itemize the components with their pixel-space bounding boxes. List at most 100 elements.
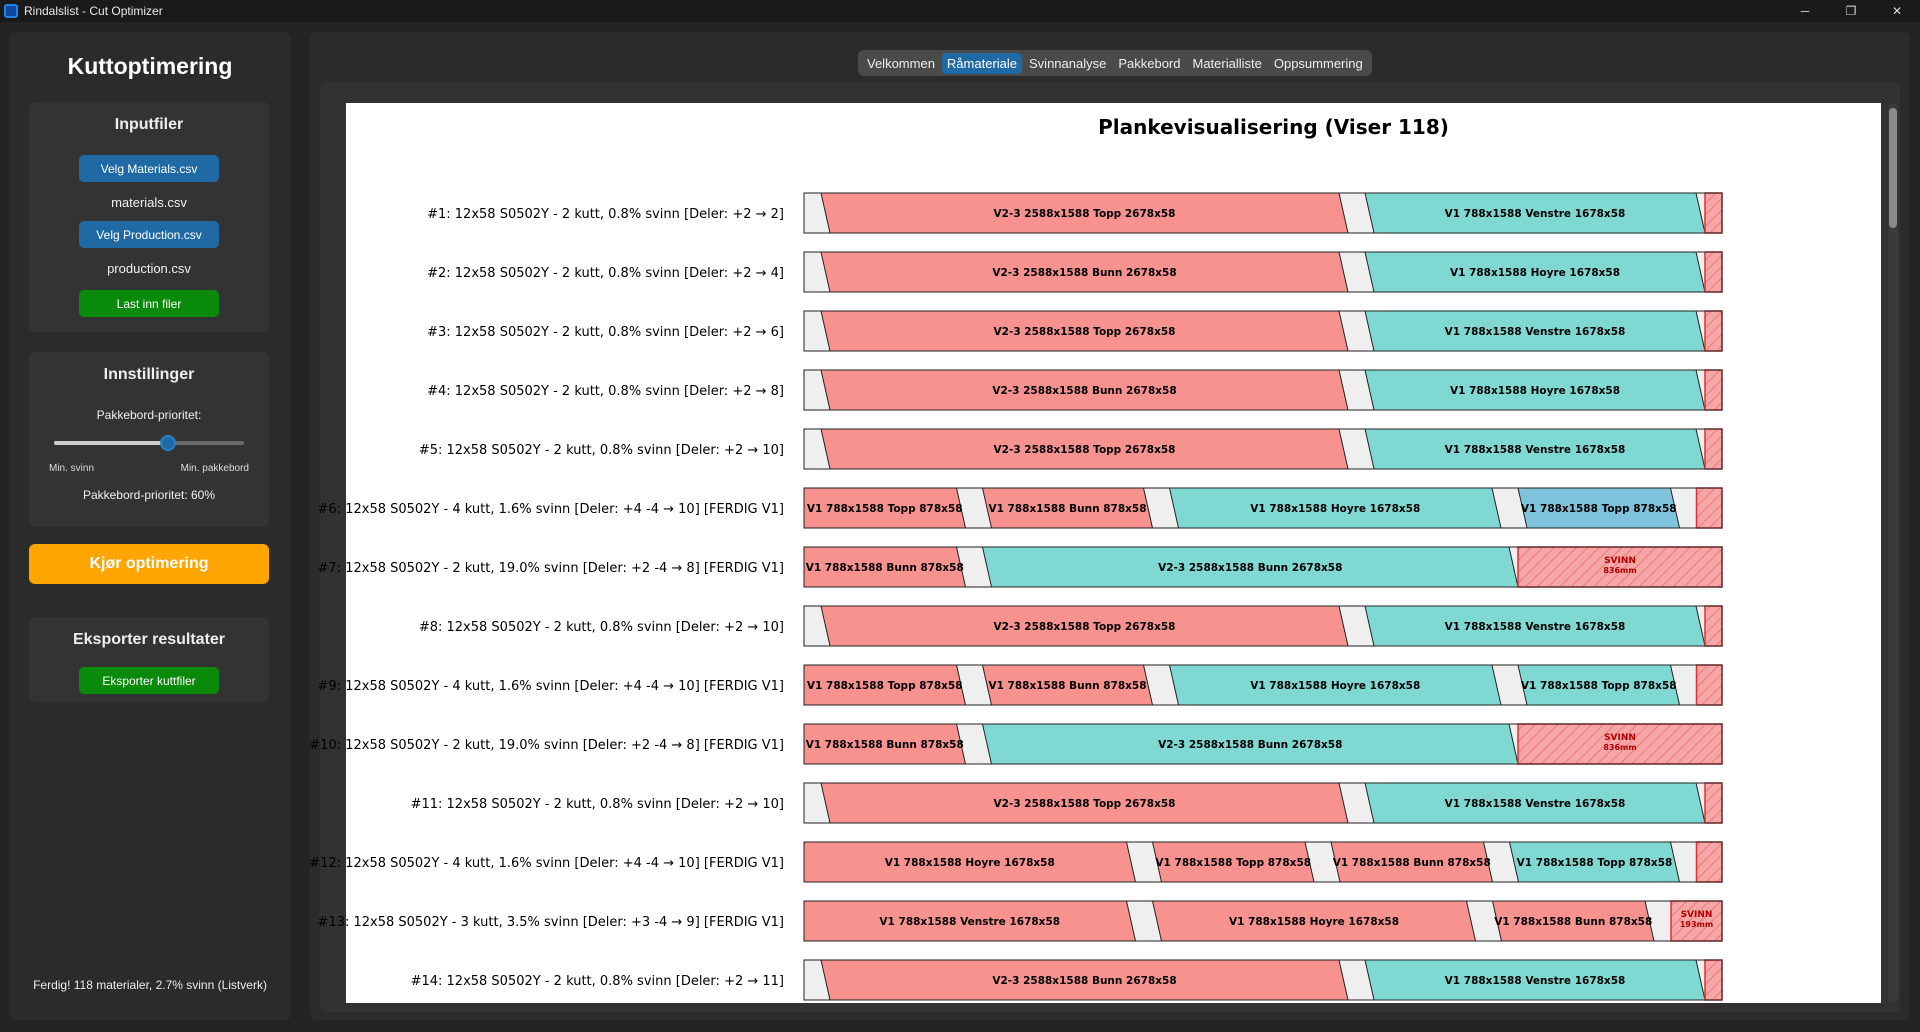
waste-segment bbox=[1704, 428, 1723, 470]
waste-length-label: 193mm bbox=[1680, 920, 1713, 929]
waste-segment bbox=[1704, 251, 1723, 293]
waste-segment bbox=[1704, 782, 1723, 824]
slider-label: Pakkebord-prioritet: bbox=[96, 408, 202, 422]
plank-row-label: #7: 12x58 S0502Y - 2 kutt, 19.0% svinn [… bbox=[318, 561, 784, 576]
export-title: Eksporter resultater bbox=[72, 631, 226, 648]
priority-value-text: Pakkebord-prioritet: 60% bbox=[82, 488, 216, 502]
plank-row-label: #14: 12x58 S0502Y - 2 kutt, 0.8% svinn [… bbox=[411, 974, 784, 989]
cut-piece-label: V1 788x1588 Bunn 878x58 bbox=[806, 562, 964, 574]
plank-row: #6: 12x58 S0502Y - 4 kutt, 1.6% svinn [D… bbox=[318, 487, 1723, 529]
cut-piece-label: V2-3 2588x1588 Topp 2678x58 bbox=[994, 621, 1176, 633]
plot-title: Plankevisualisering (Viser 118) bbox=[1098, 115, 1449, 139]
plank-outline bbox=[803, 192, 1723, 234]
plank-outline bbox=[803, 959, 1723, 1001]
plank-row-label: #11: 12x58 S0502Y - 2 kutt, 0.8% svinn [… bbox=[411, 797, 784, 812]
plank-row: #2: 12x58 S0502Y - 2 kutt, 0.8% svinn [D… bbox=[427, 251, 1723, 293]
plank-row: #4: 12x58 S0502Y - 2 kutt, 0.8% svinn [D… bbox=[427, 369, 1723, 411]
plank-outline bbox=[803, 664, 1723, 706]
tab-materialliste[interactable]: Materialliste bbox=[1192, 55, 1262, 71]
waste-segment bbox=[1695, 487, 1723, 529]
waste-length-label: 836mm bbox=[1603, 743, 1636, 752]
plank-outline bbox=[803, 546, 1723, 588]
plank-row-label: #4: 12x58 S0502Y - 2 kutt, 0.8% svinn [D… bbox=[427, 384, 784, 399]
cut-piece-label: V2-3 2588x1588 Topp 2678x58 bbox=[994, 444, 1176, 456]
tab-bar: Velkommen Råmateriale Svinnanalyse Pakke… bbox=[858, 50, 1372, 76]
cut-piece-label: V1 788x1588 Topp 878x58 bbox=[807, 503, 963, 515]
materials-filename: materials.csv bbox=[111, 195, 187, 210]
waste-segment bbox=[1704, 959, 1723, 1001]
cut-piece-label: V1 788x1588 Bunn 878x58 bbox=[1333, 857, 1491, 869]
status-text: Ferdig! 118 materialer, 2.7% svinn (List… bbox=[33, 978, 267, 992]
cut-piece-label: V1 788x1588 Topp 878x58 bbox=[1155, 857, 1311, 869]
cut-piece-label: V1 788x1588 Bunn 878x58 bbox=[806, 739, 964, 751]
plank-outline bbox=[803, 369, 1723, 411]
cut-piece-label: V2-3 2588x1588 Bunn 2678x58 bbox=[1158, 562, 1342, 574]
select-production-button[interactable]: Velg Production.csv bbox=[79, 221, 219, 248]
plank-outline bbox=[803, 251, 1723, 293]
tab-oppsummering[interactable]: Oppsummering bbox=[1273, 55, 1363, 71]
waste-segment bbox=[1704, 605, 1723, 647]
cut-piece-label: V1 788x1588 Hoyre 1678x58 bbox=[1250, 680, 1420, 692]
run-optimization-button[interactable]: Kjør optimering bbox=[29, 544, 269, 584]
cut-piece-label: V1 788x1588 Venstre 1678x58 bbox=[1445, 444, 1626, 456]
cut-piece-label: V1 788x1588 Venstre 1678x58 bbox=[1445, 326, 1626, 338]
waste-label: SVINN bbox=[1604, 556, 1636, 566]
plank-row-label: #2: 12x58 S0502Y - 2 kutt, 0.8% svinn [D… bbox=[427, 266, 784, 281]
tab-svinnanalyse[interactable]: Svinnanalyse bbox=[1029, 55, 1107, 71]
plank-row-label: #9: 12x58 S0502Y - 4 kutt, 1.6% svinn [D… bbox=[318, 679, 784, 694]
cut-piece-label: V1 788x1588 Hoyre 1678x58 bbox=[1250, 503, 1420, 515]
priority-slider-thumb[interactable] bbox=[160, 435, 176, 451]
select-materials-button[interactable]: Velg Materials.csv bbox=[79, 155, 219, 182]
waste-segment bbox=[1695, 664, 1723, 706]
cut-piece-label: V1 788x1588 Bunn 878x58 bbox=[988, 680, 1146, 692]
export-cutfiles-button[interactable]: Eksporter kuttfiler bbox=[79, 667, 219, 694]
plank-outline bbox=[803, 605, 1723, 647]
plank-row: #14: 12x58 S0502Y - 2 kutt, 0.8% svinn [… bbox=[411, 959, 1723, 1001]
sidebar: Kuttoptimering Inputfiler Velg Materials… bbox=[9, 32, 291, 1020]
cut-piece-label: V1 788x1588 Venstre 1678x58 bbox=[1445, 208, 1626, 220]
cut-piece-label: V2-3 2588x1588 Bunn 2678x58 bbox=[992, 385, 1176, 397]
plank-outline bbox=[803, 782, 1723, 824]
plank-outline bbox=[803, 841, 1723, 883]
waste-segment bbox=[1704, 310, 1723, 352]
tab-ramateriale[interactable]: Råmateriale bbox=[941, 52, 1023, 74]
tab-pakkebord[interactable]: Pakkebord bbox=[1118, 55, 1181, 71]
plank-outline bbox=[803, 428, 1723, 470]
plank-row: #12: 12x58 S0502Y - 4 kutt, 1.6% svinn [… bbox=[309, 841, 1723, 883]
priority-slider-fill bbox=[54, 441, 168, 445]
window-controls: ─ ❐ ✕ bbox=[1782, 0, 1920, 22]
production-filename: production.csv bbox=[107, 261, 191, 276]
sidebar-title: Kuttoptimering bbox=[67, 53, 233, 79]
load-files-button[interactable]: Last inn filer bbox=[79, 290, 219, 317]
settings-card: Innstillinger Pakkebord-prioritet: Min. … bbox=[29, 352, 269, 527]
cut-piece-label: V2-3 2588x1588 Bunn 2678x58 bbox=[1158, 739, 1342, 751]
plank-row-label: #5: 12x58 S0502Y - 2 kutt, 0.8% svinn [D… bbox=[419, 443, 784, 458]
cut-piece-label: V1 788x1588 Topp 878x58 bbox=[1517, 857, 1673, 869]
plank-row: #13: 12x58 S0502Y - 3 kutt, 3.5% svinn [… bbox=[318, 900, 1723, 942]
plank-row-label: #6: 12x58 S0502Y - 4 kutt, 1.6% svinn [D… bbox=[318, 502, 784, 517]
scrollbar-thumb[interactable] bbox=[1889, 108, 1897, 228]
cut-piece-label: V1 788x1588 Venstre 1678x58 bbox=[1445, 798, 1626, 810]
plank-row: #9: 12x58 S0502Y - 4 kutt, 1.6% svinn [D… bbox=[318, 664, 1723, 706]
close-icon[interactable]: ✕ bbox=[1891, 4, 1903, 18]
cut-piece-label: V1 788x1588 Topp 878x58 bbox=[1521, 503, 1677, 515]
cut-piece-label: V1 788x1588 Bunn 878x58 bbox=[1494, 916, 1652, 928]
content-frame: Plankevisualisering (Viser 118) #1: 12x5… bbox=[309, 82, 1900, 1012]
plank-row-label: #3: 12x58 S0502Y - 2 kutt, 0.8% svinn [D… bbox=[427, 325, 784, 340]
plank-row: #8: 12x58 S0502Y - 2 kutt, 0.8% svinn [D… bbox=[419, 605, 1723, 647]
waste-label: SVINN bbox=[1681, 910, 1713, 920]
cut-piece-label: V2-3 2588x1588 Topp 2678x58 bbox=[994, 208, 1176, 220]
priority-slider-track[interactable] bbox=[54, 441, 244, 445]
cut-piece-label: V1 788x1588 Venstre 1678x58 bbox=[1445, 621, 1626, 633]
plank-row: #1: 12x58 S0502Y - 2 kutt, 0.8% svinn [D… bbox=[427, 192, 1723, 234]
plank-row: #7: 12x58 S0502Y - 2 kutt, 19.0% svinn [… bbox=[318, 546, 1723, 588]
cut-piece-label: V1 788x1588 Venstre 1678x58 bbox=[1445, 975, 1626, 987]
tab-velkommen[interactable]: Velkommen bbox=[867, 55, 935, 71]
vertical-scrollbar[interactable] bbox=[1888, 104, 1898, 1002]
minimize-icon[interactable]: ─ bbox=[1800, 4, 1810, 18]
waste-segment bbox=[1695, 841, 1723, 883]
cut-piece-label: V1 788x1588 Hoyre 1678x58 bbox=[885, 857, 1055, 869]
slider-max-label: Min. pakkebord bbox=[180, 463, 249, 474]
maximize-icon[interactable]: ❐ bbox=[1845, 4, 1857, 18]
cut-piece-label: V1 788x1588 Hoyre 1678x58 bbox=[1229, 916, 1399, 928]
